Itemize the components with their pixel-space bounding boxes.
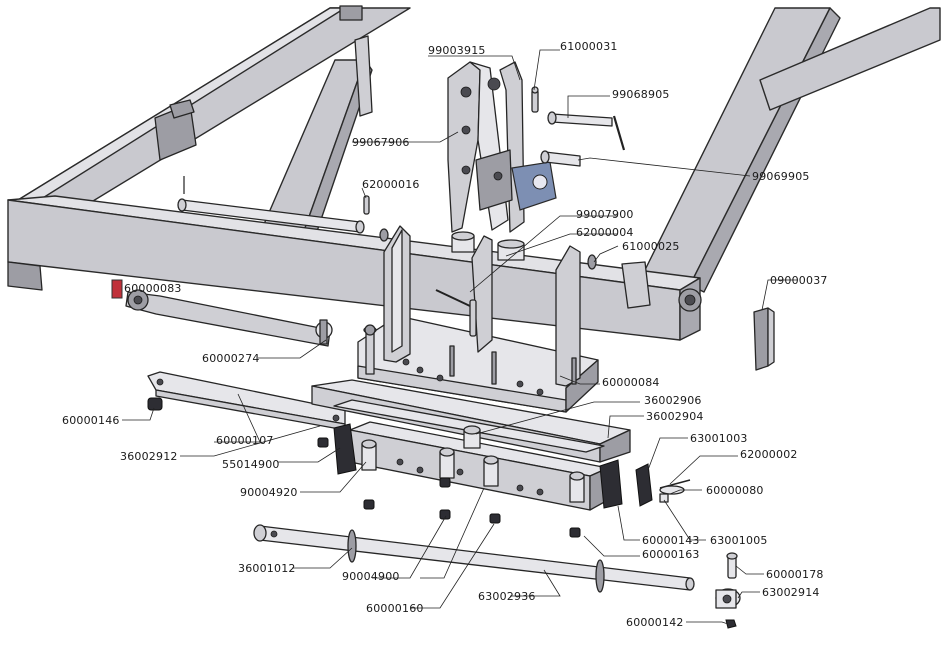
label-62000016: 62000016 [362, 178, 420, 191]
label-60000142: 60000142 [626, 616, 684, 629]
label-36002912: 36002912 [120, 450, 178, 463]
label-60000107: 60000107 [216, 434, 274, 447]
label-60000163: 60000163 [642, 548, 700, 561]
label-61000031: 61000031 [560, 40, 618, 53]
hitch-pins [532, 87, 624, 166]
label-36001012: 36001012 [238, 562, 296, 575]
label-36002904: 36002904 [646, 410, 704, 423]
label-62000002: 62000002 [740, 448, 798, 461]
plate-assembly [312, 380, 630, 537]
label-62000004: 62000004 [576, 226, 634, 239]
label-55014900: 55014900 [222, 458, 280, 471]
label-60000146: 60000146 [62, 414, 120, 427]
label-36002906: 36002906 [644, 394, 702, 407]
label-99067906: 99067906 [352, 136, 410, 149]
label-99007900: 99007900 [576, 208, 634, 221]
label-63002936: 63002936 [478, 590, 536, 603]
label-60000143: 60000143 [642, 534, 700, 547]
label-09000037: 09000037 [770, 274, 828, 287]
label-99003915: 99003915 [428, 44, 486, 57]
label-63001003: 63001003 [690, 432, 748, 445]
label-90004900: 90004900 [342, 570, 400, 583]
label-60000080: 60000080 [706, 484, 764, 497]
mount-box [358, 226, 598, 412]
label-60000160: 60000160 [366, 602, 424, 615]
label-63001005: 63001005 [710, 534, 768, 547]
label-60000178: 60000178 [766, 568, 824, 581]
axle-shaft [254, 525, 694, 592]
top-hitch-bracket [448, 62, 556, 232]
label-90004920: 90004920 [240, 486, 298, 499]
label-61000025: 61000025 [622, 240, 680, 253]
label-99068905: 99068905 [612, 88, 670, 101]
label-63002914: 63002914 [762, 586, 820, 599]
label-60000083: 60000083 [124, 282, 182, 295]
label-99069905: 99069905 [752, 170, 810, 183]
label-60000274: 60000274 [202, 352, 260, 365]
label-60000084: 60000084 [602, 376, 660, 389]
